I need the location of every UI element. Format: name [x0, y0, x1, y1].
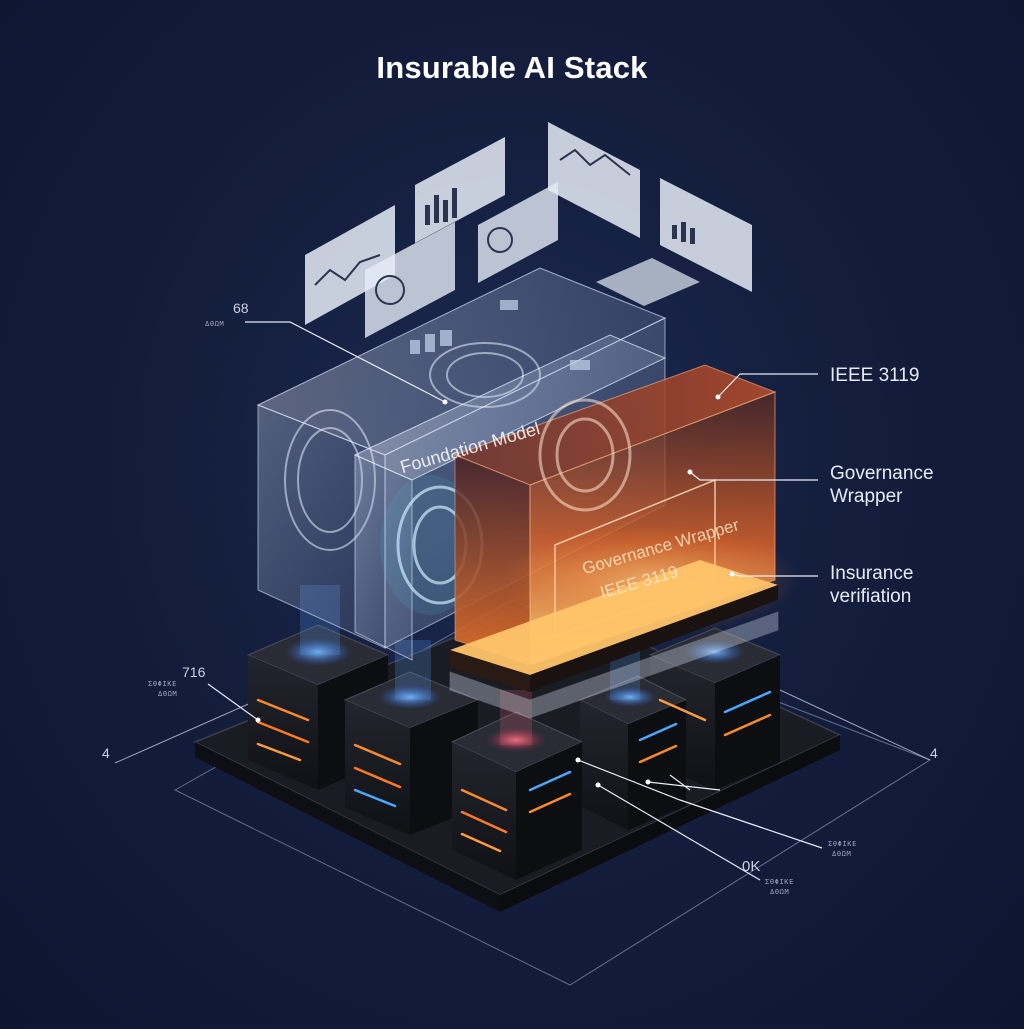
annotation-edge-right: 4 — [930, 745, 938, 761]
annotation-number-716: 716 — [182, 664, 205, 680]
annotation-micro-bottom-1: ΣΘΦΙΚΕ — [765, 878, 794, 887]
callout-ieee-3119: IEEE 3119 — [830, 364, 919, 387]
annotation-micro-left-1: ΣΘΦΙΚΕ — [148, 680, 177, 689]
annotation-number-68: 68 — [233, 300, 249, 316]
annotation-number-0k: 0K — [742, 858, 760, 875]
annotation-micro-right-1: ΣΘΦΙΚΕ — [828, 840, 857, 849]
annotation-micro-bottom-2: ΔΘΩΜ — [770, 888, 789, 897]
dashboard-panel — [548, 122, 640, 238]
callout-governance-wrapper: Governance Wrapper — [830, 462, 934, 508]
callout-insurance-verification: Insurance verifiation — [830, 562, 913, 608]
annotation-micro-left-2: ΔΘΩΜ — [158, 690, 177, 699]
annotation-micro-right-2: ΔΘΩΜ — [832, 850, 851, 859]
page-title: Insurable AI Stack — [0, 50, 1024, 86]
annotation-edge-left: 4 — [102, 745, 110, 761]
annotation-micro-top-left: ΔΘΩΜ — [205, 320, 224, 329]
